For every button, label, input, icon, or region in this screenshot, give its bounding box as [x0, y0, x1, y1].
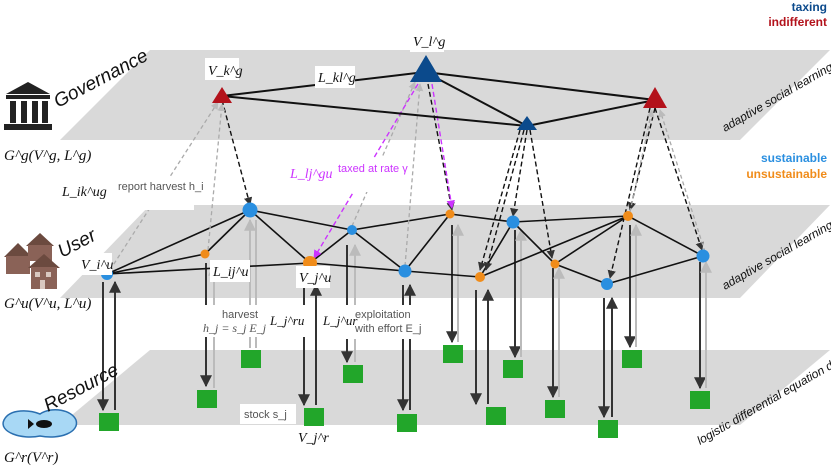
label-vi-u: V_i^u	[81, 258, 113, 273]
governance-plane	[60, 50, 830, 140]
lake-fish-icon	[2, 408, 78, 438]
user-node	[506, 215, 520, 229]
user-node	[200, 249, 210, 259]
user-node	[623, 211, 633, 221]
label-with-effort: with effort E_j	[354, 323, 421, 335]
institution-icon	[4, 82, 52, 130]
legend-unsustainable: unsustainable	[746, 167, 827, 181]
resource-node	[343, 365, 363, 383]
user-node	[550, 259, 560, 269]
label-l-j-ur: L_j^ur	[322, 313, 358, 328]
resource-node	[99, 413, 119, 431]
user-graph-label: G^u(V^u, L^u)	[4, 296, 91, 312]
legend-indifferent: indifferent	[768, 15, 827, 29]
label-l-ik-ug: L_ik^ug	[61, 185, 107, 200]
user-plane	[60, 205, 830, 298]
houses-icon	[4, 233, 60, 289]
resource-node	[598, 420, 618, 438]
label-exploitation: exploitation	[355, 309, 411, 321]
resource-node	[622, 350, 642, 368]
user-node	[398, 264, 412, 278]
resource-node	[690, 391, 710, 409]
label-vj-r: V_j^r	[298, 431, 329, 446]
resource-node	[545, 400, 565, 418]
user-node	[445, 209, 455, 219]
governance-graph-label: G^g(V^g, L^g)	[4, 148, 91, 164]
governance-node-vl	[410, 55, 442, 82]
label-lij-u: L_ij^u	[212, 265, 248, 280]
label-report-harvest: report harvest h_i	[118, 181, 204, 193]
resource-node	[397, 414, 417, 432]
user-node	[601, 278, 613, 290]
resource-node	[503, 360, 523, 378]
governance-node	[643, 87, 667, 108]
label-taxed-at-rate: taxed at rate γ	[338, 163, 408, 175]
user-node	[347, 225, 357, 235]
user-node	[696, 249, 710, 263]
label-l-j-ru: L_j^ru	[269, 313, 305, 328]
governance-node-vk	[212, 87, 232, 103]
label-harvest-eq: h_j = s_j E_j	[203, 321, 267, 335]
label-vk-g: V_k^g	[208, 64, 243, 79]
governance-user-links	[221, 83, 704, 279]
legend-taxing: taxing	[792, 0, 827, 14]
resource-nodes	[99, 345, 710, 438]
resource-graph-label: G^r(V^r)	[4, 450, 58, 466]
resource-node	[486, 407, 506, 425]
user-node	[475, 272, 485, 282]
label-lkl-g: L_kl^g	[317, 71, 356, 86]
label-l-lj-gu: L_lj^gu	[289, 167, 332, 182]
user-node	[242, 202, 258, 218]
label-stock: stock s_j	[244, 409, 287, 421]
governance-node	[517, 116, 537, 130]
resource-node	[443, 345, 463, 363]
label-vj-u: V_j^u	[299, 271, 331, 286]
label-harvest: harvest	[222, 309, 258, 321]
legend-sustainable: sustainable	[761, 151, 827, 165]
resource-node	[241, 350, 261, 368]
resource-node	[197, 390, 217, 408]
label-vl-g: V_l^g	[413, 35, 445, 50]
resource-node	[304, 408, 324, 426]
